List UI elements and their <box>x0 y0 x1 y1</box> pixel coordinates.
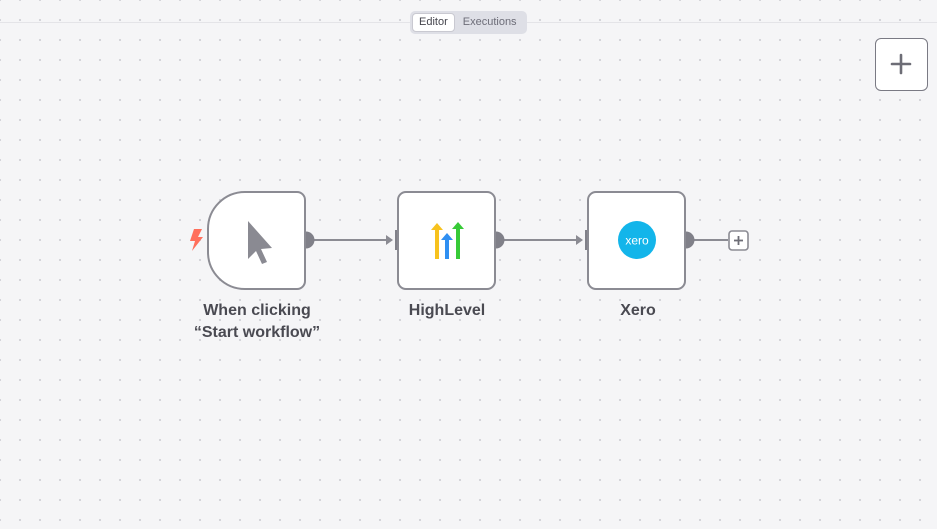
node-manual-trigger[interactable] <box>207 191 306 290</box>
lightning-bolt-icon <box>190 229 203 251</box>
add-node-button[interactable] <box>875 38 928 91</box>
connection-trigger-to-highlevel[interactable] <box>306 235 393 245</box>
connection-highlevel-to-xero[interactable] <box>496 235 583 245</box>
node-xero[interactable]: xero <box>587 191 686 290</box>
node-label-manual-trigger: When clicking “Start workflow” <box>193 302 321 341</box>
tab-executions[interactable]: Executions <box>462 16 517 28</box>
view-tabs: Editor Executions <box>410 11 527 34</box>
node-label-xero: Xero <box>620 302 656 319</box>
tab-editor[interactable]: Editor <box>412 13 455 32</box>
node-highlevel[interactable] <box>397 191 496 290</box>
xero-logo-text: xero <box>625 234 649 248</box>
plus-icon <box>890 53 912 75</box>
highlevel-logo-icon <box>431 222 464 259</box>
add-next-node-button[interactable] <box>728 230 750 252</box>
node-label-highlevel: HighLevel <box>408 302 486 319</box>
cursor-pointer-icon <box>248 221 272 264</box>
xero-logo-icon: xero <box>618 221 656 259</box>
